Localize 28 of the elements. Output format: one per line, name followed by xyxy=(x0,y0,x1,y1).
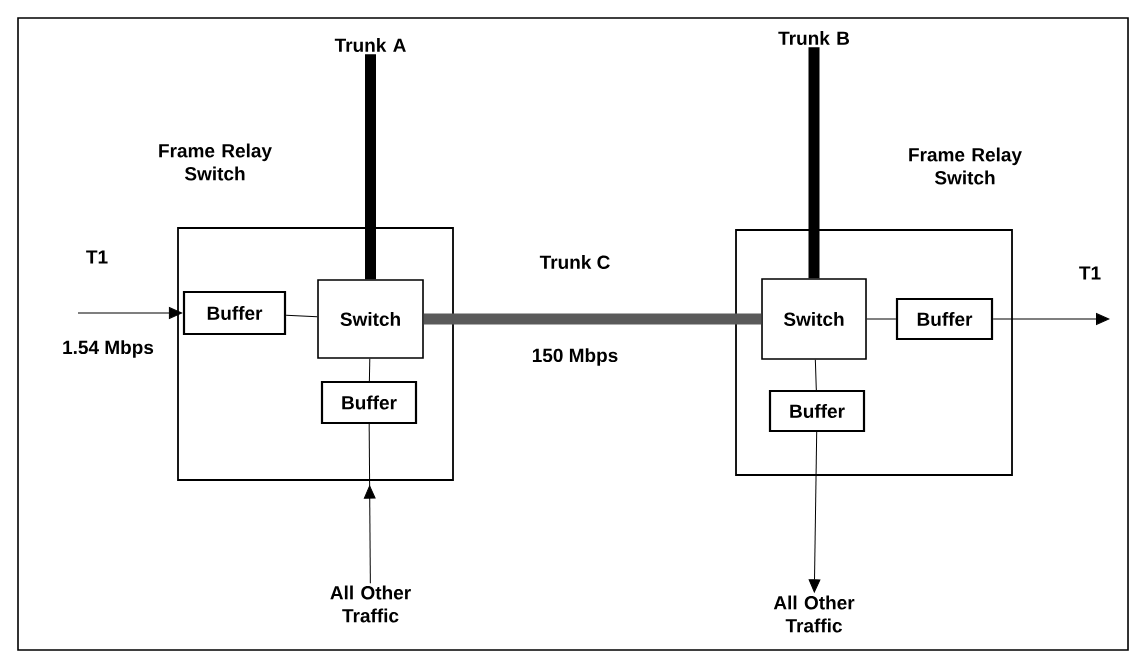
traffic-label: All Other Traffic xyxy=(773,595,855,633)
buffer-box: Buffer xyxy=(895,297,994,341)
trunk-label: Trunk A xyxy=(334,38,406,52)
text-label: 150 Mbps xyxy=(532,348,618,366)
box-heading: Frame Relay Switch xyxy=(909,147,1022,185)
switch-box: Switch xyxy=(317,279,424,359)
buffer-box: Buffer xyxy=(320,380,418,425)
arrow xyxy=(808,431,821,593)
text-label: 1.54 Mbps xyxy=(63,340,154,358)
text-label: T1 xyxy=(1079,266,1101,280)
box-heading: Frame Relay Switch xyxy=(159,143,272,181)
trunk-line xyxy=(423,313,762,325)
line xyxy=(814,359,817,391)
text-label: T1 xyxy=(86,250,108,264)
arrow xyxy=(363,423,376,584)
line xyxy=(285,314,318,318)
arrow xyxy=(77,307,183,319)
text-label: Trunk C xyxy=(539,255,610,269)
traffic-label: All Other Traffic xyxy=(330,585,411,623)
switch-box: Switch xyxy=(761,278,867,360)
buffer-box: Buffer xyxy=(182,290,287,336)
trunk-label: Trunk B xyxy=(778,31,850,45)
arrow xyxy=(992,313,1110,325)
line xyxy=(866,318,897,320)
trunk-line xyxy=(365,54,376,280)
buffer-box: Buffer xyxy=(768,389,866,433)
line xyxy=(368,358,371,382)
trunk-line xyxy=(808,47,820,279)
